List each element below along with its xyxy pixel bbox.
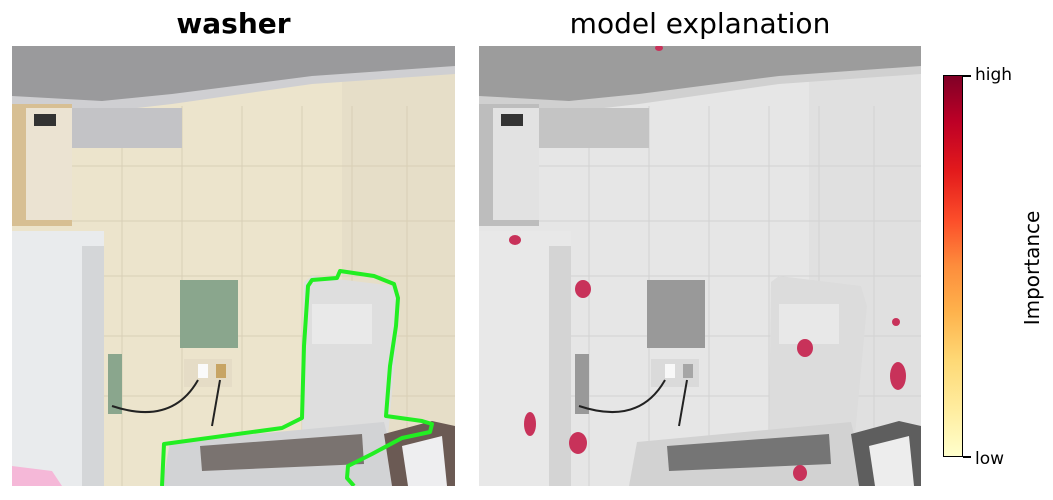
colorbar-tick-high — [963, 75, 971, 77]
colorbar-title: Importance — [1020, 210, 1044, 326]
right-panel-title: model explanation — [569, 7, 831, 40]
colorbar-low-label: low — [975, 449, 1005, 469]
left-panel-title: washer — [176, 7, 291, 40]
laundry-room-photo — [12, 46, 455, 486]
colorbar-high-label: high — [975, 65, 1013, 85]
importance-colorbar — [943, 75, 963, 457]
original-image — [12, 46, 455, 486]
colorbar-tick-low — [963, 456, 971, 458]
explanation-image — [479, 46, 921, 486]
saliency-overlay — [479, 46, 921, 486]
